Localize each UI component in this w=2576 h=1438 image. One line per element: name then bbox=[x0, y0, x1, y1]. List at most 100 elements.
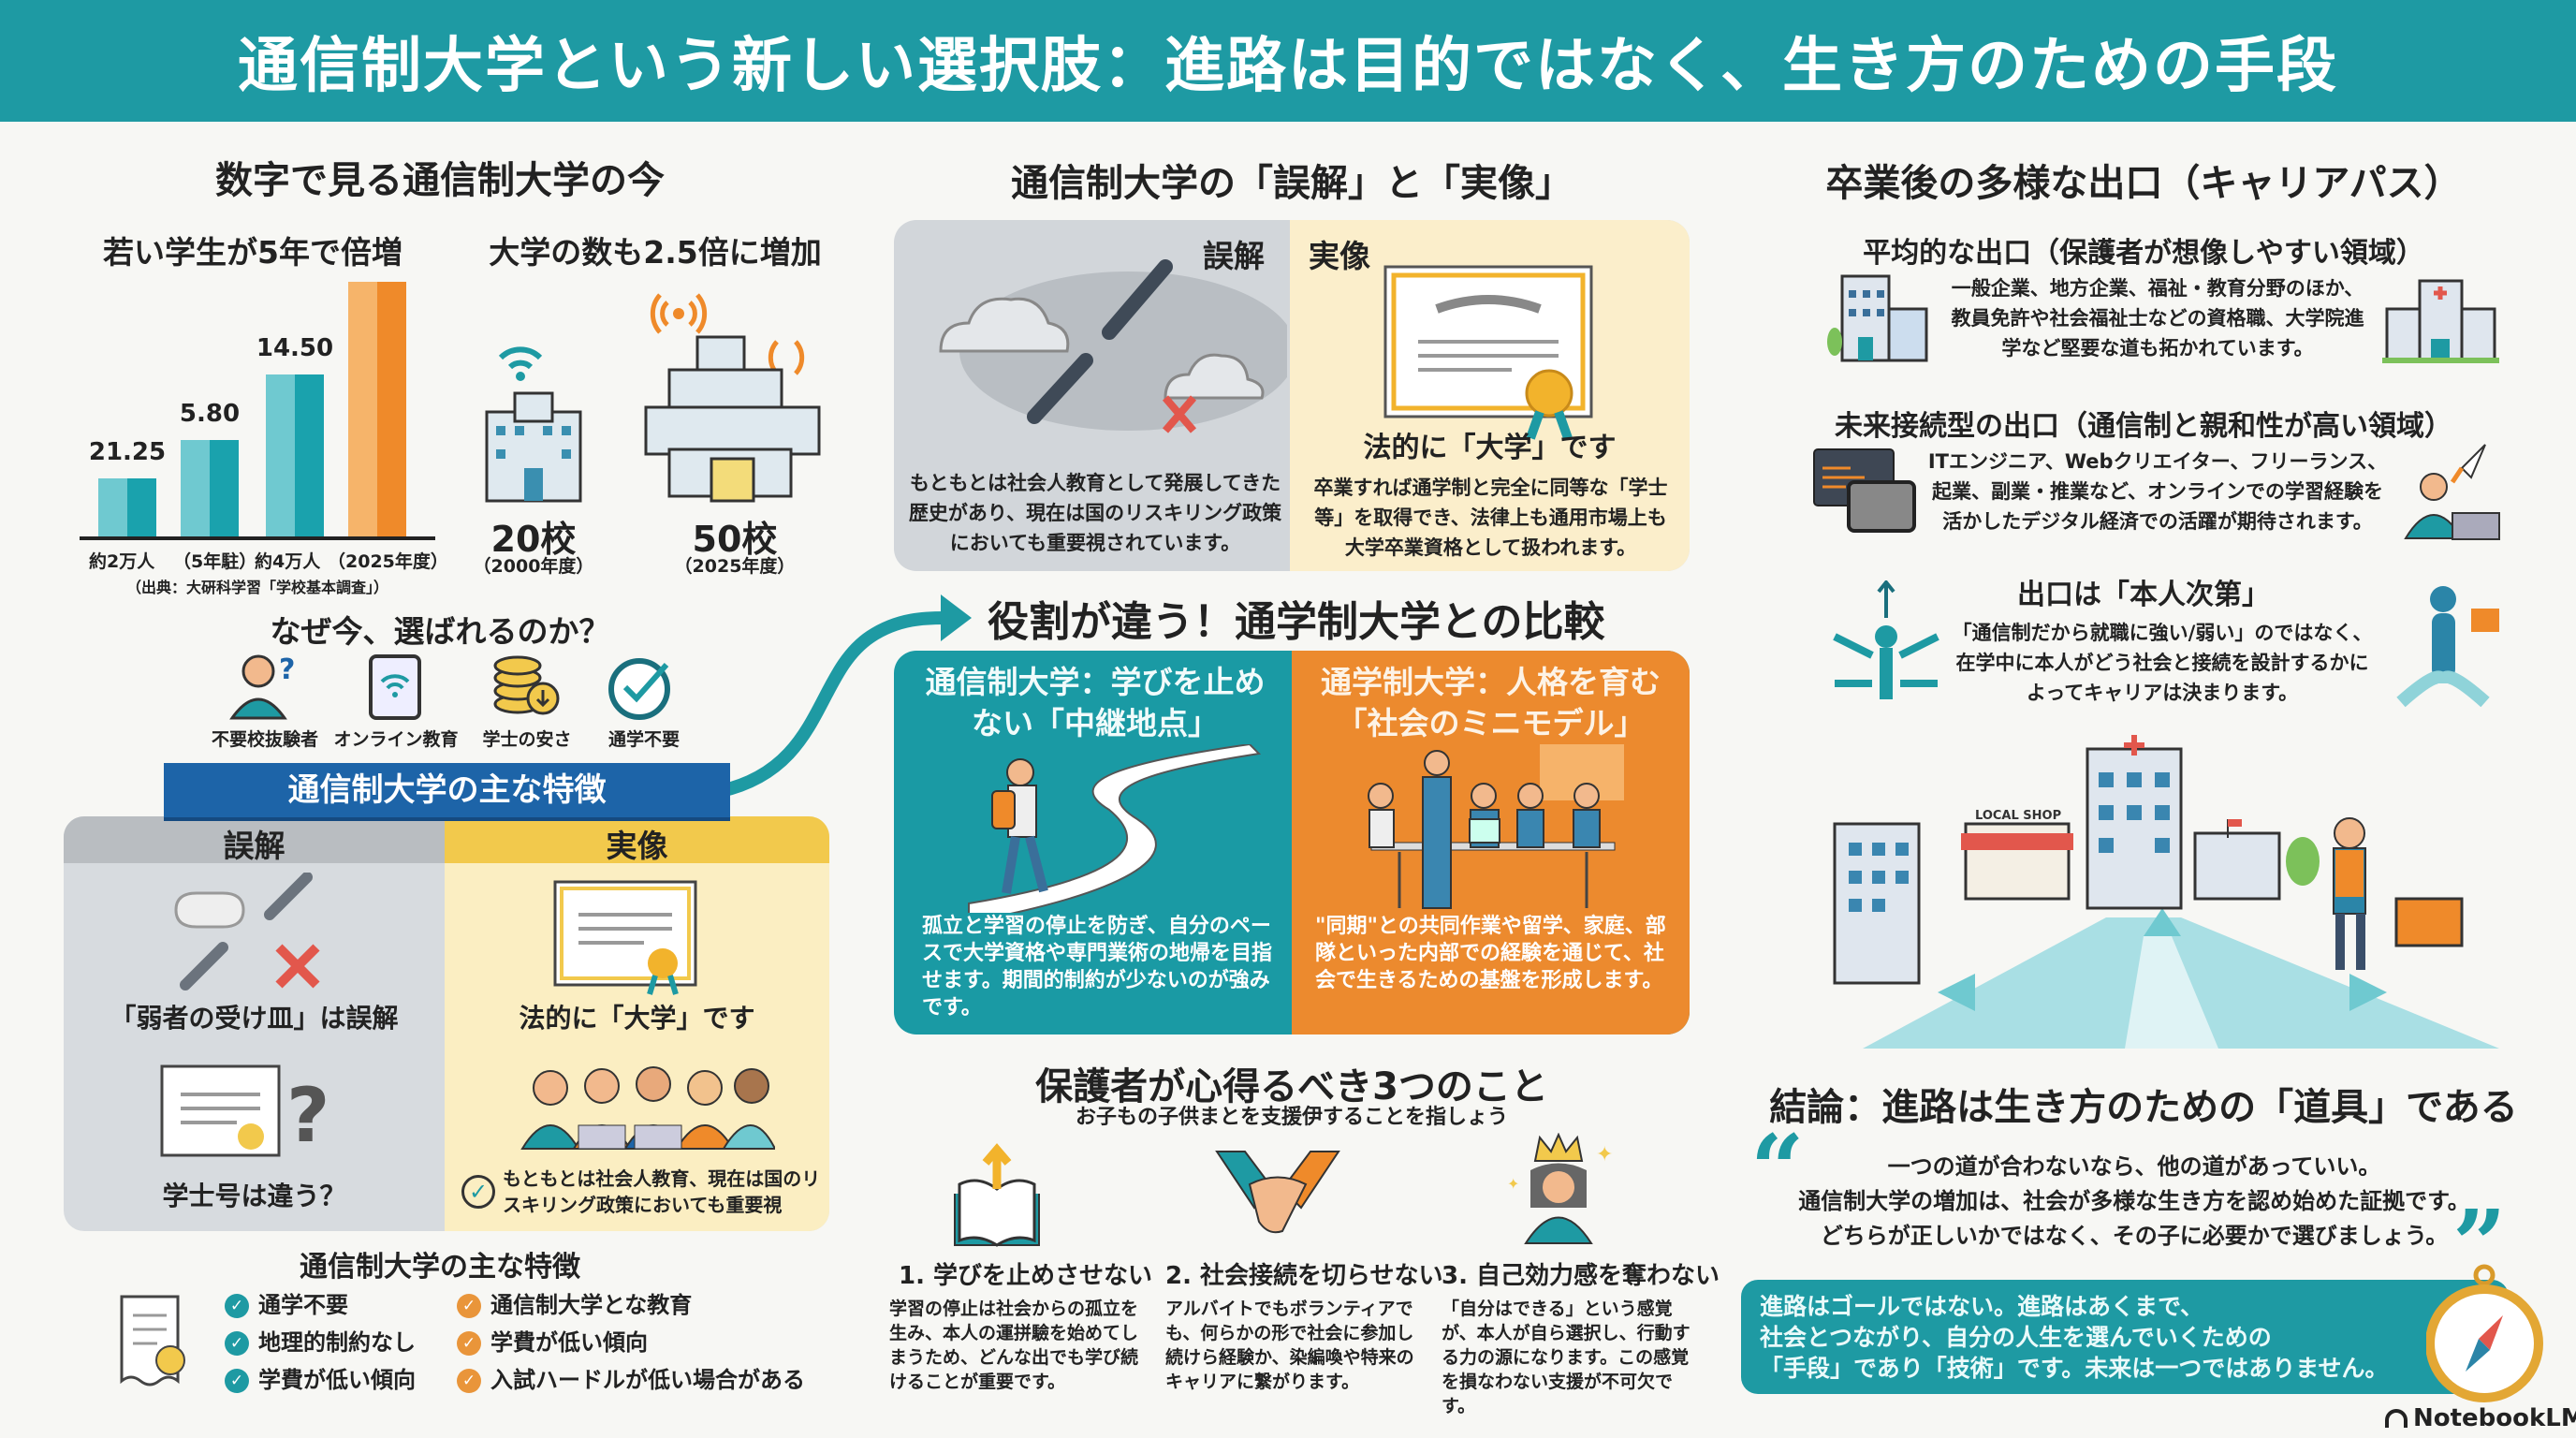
career-heading: 未来接続型の出口（通信制と親和性が高い領域） bbox=[1835, 410, 2452, 443]
bar-value: 21.25 bbox=[88, 438, 167, 466]
hospital-icon bbox=[2382, 279, 2499, 363]
myth-statement-1: 「弱者の受け皿」は誤解 bbox=[110, 1003, 399, 1034]
check-icon: ✓ bbox=[225, 1369, 249, 1393]
bar-value: 5.80 bbox=[179, 400, 241, 428]
online-text: 孤立と学習の停止を防ぎ、自分のペースで大学資格や専門業術の地帰を目指せます。期間… bbox=[922, 915, 1273, 1020]
truth-heading: 法的に「大学」です bbox=[1363, 432, 1617, 464]
students-title: 若い学生が5年で倍増 bbox=[103, 234, 402, 271]
stats-title: 数字で見る通信制大学の今 bbox=[215, 159, 665, 202]
myth-text: もともとは社会人教育として発展してきた歴史があり、現在は国のリスキリング政策にお… bbox=[908, 472, 1282, 554]
career-heading: 出口は「本人次第」 bbox=[2017, 579, 2270, 611]
check-icon: ✓ bbox=[457, 1331, 481, 1356]
why-item: オンライン教育 bbox=[333, 729, 459, 750]
check-icon: ✓ bbox=[457, 1294, 481, 1318]
conclusion-box: 進路はゴールではない。進路はあくまで、 社会とつながり、自分の人生を選んでいくた… bbox=[1741, 1280, 2509, 1394]
feature-item: ✓学費が低い傾向 bbox=[225, 1361, 416, 1394]
schools-2025-year: （2025年度） bbox=[674, 556, 796, 577]
parents-title: 保護者が心得るべき3つのこと bbox=[1035, 1065, 1548, 1108]
check-icon: ✓ bbox=[225, 1294, 249, 1318]
myth-label: 誤解 bbox=[223, 828, 285, 864]
connector-arrow-icon bbox=[719, 594, 972, 798]
school-building-icon bbox=[485, 346, 582, 503]
office-building-icon bbox=[1827, 274, 1928, 362]
students-group-icon bbox=[520, 1066, 775, 1150]
campus-text: "同期"との共同作業や留学、家庭、部隊といった内部での経験を通じて、社会で生きる… bbox=[1315, 915, 1666, 992]
certificate-question-icon: ? bbox=[160, 1064, 326, 1159]
check-icon: ✓ bbox=[225, 1331, 249, 1356]
feature-item: ✓地理的制約なし bbox=[225, 1324, 416, 1357]
career-paths-illustration: LOCAL SHOP bbox=[1833, 735, 2499, 1049]
svg-text:?: ? bbox=[279, 653, 295, 686]
myth-label: 誤解 bbox=[1203, 238, 1265, 274]
crossroads-person-icon bbox=[1833, 580, 1939, 699]
check-icon: ✓ bbox=[457, 1369, 481, 1393]
parent-tip-heading: 1. 学びを止めさせない bbox=[899, 1262, 1153, 1290]
crowned-person-icon: ✦✦ bbox=[1507, 1133, 1613, 1244]
tablet-wifi-icon bbox=[369, 654, 421, 720]
myth-truth-title: 通信制大学の「誤解」と「実像」 bbox=[1011, 162, 1573, 205]
career-text: ITエンジニア、Webクリエイター、フリーランス、起業、副業・推業など、オンライ… bbox=[1927, 450, 2388, 533]
schools-2000-year: （2000年度） bbox=[473, 556, 594, 577]
student-bar-chart: 21.25 5.80 14.50 bbox=[80, 271, 435, 540]
feature-item: ✓通学不要 bbox=[225, 1286, 348, 1319]
truth-label: 実像 bbox=[1309, 238, 1370, 274]
parent-tip-text: アルバイトでもボランティアでも、何らかの形で社会に参加し続けら経験か、染編喚や特… bbox=[1165, 1299, 1414, 1392]
walking-student-road-icon bbox=[968, 744, 1262, 913]
notebooklm-logo: NotebookLM bbox=[2385, 1404, 2576, 1432]
parent-tip-text: 「自分はできる」という感覚が、本人が自ら選択し、行動する力の源になります。この感… bbox=[1442, 1299, 1690, 1416]
person-question-icon: ? bbox=[229, 653, 295, 720]
bar-3 bbox=[266, 374, 324, 536]
coins-icon bbox=[493, 655, 560, 715]
diploma-icon bbox=[553, 880, 697, 995]
campus-heading: 通学制大学：人格を育む「社会のミニモデル」 bbox=[1321, 664, 1661, 741]
feature-item: ✓入試ハードルが低い場合がある bbox=[457, 1361, 805, 1394]
why-item: 学士の安さ bbox=[482, 729, 572, 750]
code-tablet-icon bbox=[1813, 448, 1916, 533]
clock-check-icon bbox=[608, 658, 670, 720]
handshake-icon bbox=[1215, 1151, 1340, 1234]
bar-value: 14.50 bbox=[256, 334, 334, 362]
meeting-group-icon bbox=[1368, 744, 1624, 909]
ribbon-label: 通信制大学の主な特徴 bbox=[287, 771, 607, 809]
svg-text:✦: ✦ bbox=[1596, 1143, 1613, 1167]
schools-2000-count: 20校 bbox=[490, 519, 577, 560]
bar-label: （5年駐） bbox=[173, 551, 257, 572]
features-list-title: 通信制大学の主な特徴 bbox=[300, 1251, 580, 1284]
parent-tip-heading: 2. 社会接続を切らせない bbox=[1165, 1262, 1443, 1290]
parents-subtitle: お子もの子供まとを支援伊することを指しょう bbox=[1075, 1106, 1508, 1129]
feature-item: ✓学費が低い傾向 bbox=[457, 1324, 648, 1357]
career-heading: 平均的な出口（保護者が想像しやすい領域） bbox=[1863, 237, 2424, 270]
bar-1 bbox=[98, 478, 156, 536]
compare-panel: 通信制大学：学びを止めない「中継地点」 孤立と学習の停止を防ぎ、自分のペースで大… bbox=[894, 651, 1690, 1034]
compare-title: 役割が違う！通学制大学との比較 bbox=[988, 598, 1605, 646]
schools-2025-count: 50校 bbox=[692, 519, 778, 560]
parent-tip-heading: 3. 自己効力感を奪わない bbox=[1442, 1262, 1720, 1290]
online-heading: 通信制大学：学びを止めない「中継地点」 bbox=[925, 664, 1266, 741]
person-fork-road-icon bbox=[2396, 586, 2499, 708]
why-item: 通学不要 bbox=[607, 729, 680, 750]
truth-statement-1: 法的に「大学」です bbox=[519, 1003, 755, 1034]
why-item: 不要校抜験者 bbox=[211, 729, 318, 750]
source-note: （出典：大硏科学習「学校基本調査」） bbox=[125, 579, 388, 596]
broken-chain-icon bbox=[174, 873, 320, 990]
feature-item: ✓通信制大学とな教育 bbox=[457, 1286, 692, 1319]
truth-text: 卒業すれば通学制と完全に同等な「学士等」を取得でき、法律上も通用市場上も大学卒業… bbox=[1313, 477, 1668, 559]
why-title: なぜ今、選ばれるのか？ bbox=[270, 613, 610, 650]
diploma-icon bbox=[1383, 265, 1593, 440]
career-text: 一般企業、地方企業、福祉・教育分野のほか、教員免許や社会福祉士などの資格職、大学… bbox=[1951, 277, 2364, 360]
scroll-certificate-icon bbox=[120, 1295, 185, 1387]
notebooklm-icon bbox=[2385, 1409, 2408, 1428]
myth-statement-2: 学士号は違う？ bbox=[162, 1181, 346, 1211]
features-ribbon: 通信制大学の主な特徴 bbox=[164, 763, 730, 817]
conclusion-title: 結論：進路は生き方のための「道具」である bbox=[1769, 1086, 2518, 1129]
page-title: 通信制大学という新しい選択肢：進路は目的ではなく、生き方のための手段 bbox=[0, 0, 2576, 122]
check-circle-icon: ✓ bbox=[461, 1175, 495, 1209]
bar-4 bbox=[348, 282, 406, 536]
bar-2 bbox=[181, 440, 239, 536]
chain-cloud-icon bbox=[939, 259, 1287, 433]
conclusion-quote: 一つの道が合わないなら、他の道があっていい。 通信制大学の増加は、社会が多様な生… bbox=[1798, 1153, 2470, 1249]
bar-label: 約4万人 bbox=[255, 551, 321, 572]
parent-tip-text: 学習の停止は社会からの孤立を生み、本人の運拼驗を始めてしまうため、どんな出でも学… bbox=[889, 1299, 1139, 1392]
career-text: 「通信制だから就職に強い/弱い」のではなく、在学中に本人がどう社会と接続を設計す… bbox=[1952, 622, 2373, 704]
features-card: 誤解 実像 「弱者の受け皿」は誤解 ? 学士号は違う？ 法的に「大学」です ✓ … bbox=[64, 816, 829, 1231]
